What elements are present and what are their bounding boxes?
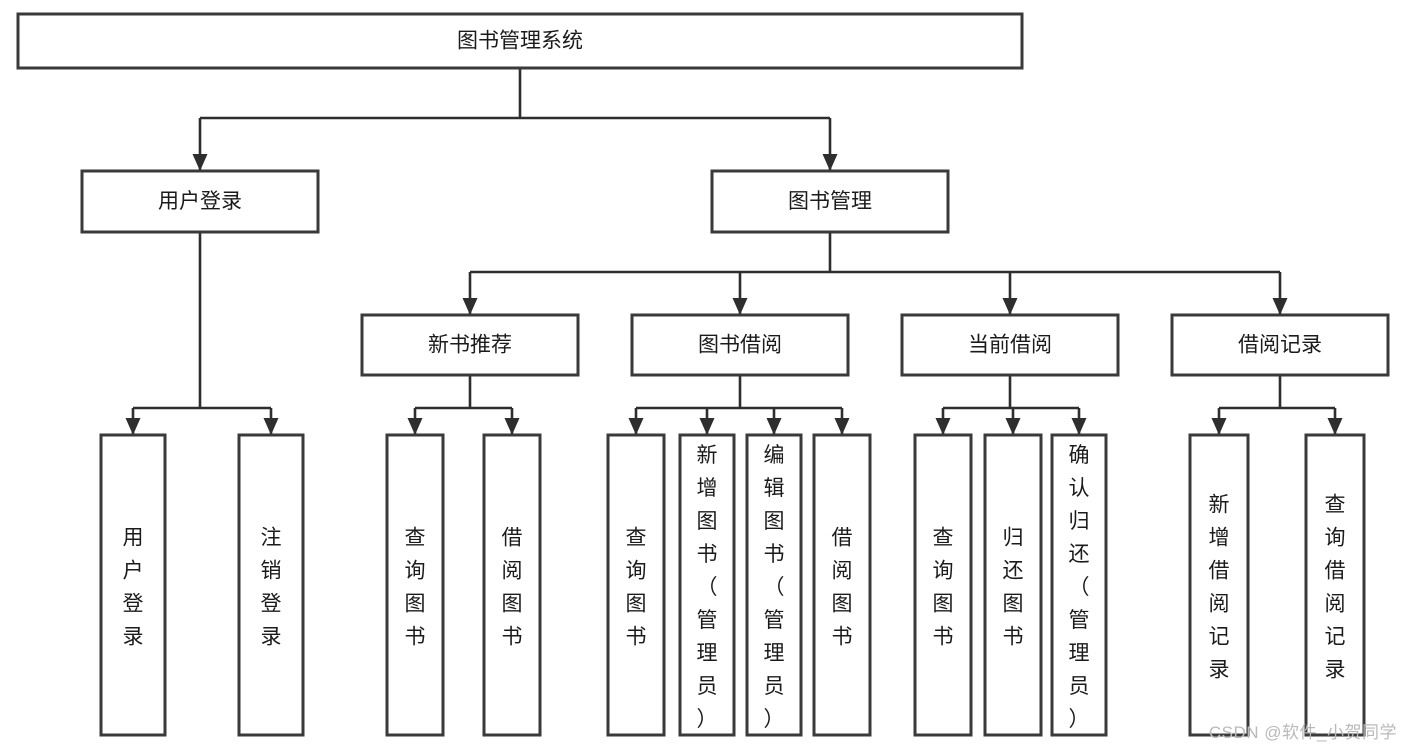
node-box [1050, 433, 1108, 737]
edge-arrowhead-l2-0-0 [407, 418, 423, 435]
edge-layer [125, 68, 1343, 435]
node-leaf-新增图书管理员[interactable]: 新增图书（管理员） [678, 433, 736, 737]
edge-arrowhead-l2-2-0 [935, 418, 951, 435]
node-label: 借阅图书 [502, 527, 523, 649]
node-leaf-归还图书[interactable]: 归还图书 [983, 433, 1043, 737]
node-box [1304, 433, 1366, 737]
edge-arrowhead-root-0 [192, 154, 208, 171]
node-box [80, 169, 320, 234]
node-box [99, 433, 167, 737]
node-label: 新增图书（管理员） [697, 444, 718, 731]
node-leaf-查询借阅记录[interactable]: 查询借阅记录 [1304, 433, 1366, 737]
node-label: 当前借阅 [968, 334, 1052, 357]
node-box [630, 313, 850, 377]
node-layer: 图书管理系统用户登录图书管理新书推荐图书借阅当前借阅借阅记录用户登录注销登录查询… [16, 12, 1390, 737]
node-label: 归还图书 [1003, 527, 1024, 649]
node-label: 用户登录 [123, 527, 144, 649]
node-label: 借阅记录 [1238, 334, 1322, 357]
edge-arrowhead-l2-3-0 [1211, 418, 1227, 435]
edge-arrowhead-l2-2-1 [1005, 418, 1021, 435]
node-box [385, 433, 445, 737]
edge-arrowhead-l2-1-2 [766, 418, 782, 435]
node-leaf-用户登录[interactable]: 用户登录 [99, 433, 167, 737]
node-box [482, 433, 542, 737]
edge-arrowhead-root-1 [822, 154, 838, 171]
node-label: 查询图书 [405, 527, 426, 649]
node-leaf-确认归还管理员[interactable]: 确认归还（管理员） [1050, 433, 1108, 737]
node-label: 注销登录 [261, 527, 282, 649]
edge-arrowhead-book-manage-3 [1272, 298, 1288, 315]
node-box [983, 433, 1043, 737]
node-label: 图书借阅 [698, 334, 782, 357]
node-leaf-注销登录[interactable]: 注销登录 [237, 433, 305, 737]
edge-arrowhead-user-login-1 [263, 418, 279, 435]
node-leaf-查询图书[interactable]: 查询图书 [385, 433, 445, 737]
node-box [812, 433, 872, 737]
node-leaf-查询图书[interactable]: 查询图书 [913, 433, 973, 737]
node-label: 新书推荐 [428, 334, 512, 357]
node-level2-新书推荐[interactable]: 新书推荐 [360, 313, 580, 377]
edge-arrowhead-book-manage-0 [462, 298, 478, 315]
edge-arrowhead-l2-0-1 [504, 418, 520, 435]
node-label: 图书管理系统 [457, 30, 583, 53]
edge-arrowhead-l2-2-2 [1071, 418, 1087, 435]
node-level2-借阅记录[interactable]: 借阅记录 [1170, 313, 1390, 377]
node-label: 查询图书 [626, 527, 647, 649]
node-label: 确认归还（管理员） [1069, 444, 1090, 731]
edge-arrowhead-book-manage-2 [1002, 298, 1018, 315]
node-box [237, 433, 305, 737]
node-leaf-新增借阅记录[interactable]: 新增借阅记录 [1188, 433, 1250, 737]
node-box [745, 433, 803, 737]
node-box [1170, 313, 1390, 377]
node-leaf-借阅图书[interactable]: 借阅图书 [812, 433, 872, 737]
node-label: 查询借阅记录 [1325, 494, 1346, 682]
node-box [16, 12, 1024, 70]
node-label: 编辑图书（管理员） [764, 444, 785, 731]
node-box [678, 433, 736, 737]
node-label: 新增借阅记录 [1209, 494, 1230, 682]
node-label: 图书管理 [788, 190, 872, 213]
node-leaf-编辑图书管理员[interactable]: 编辑图书（管理员） [745, 433, 803, 737]
edge-arrowhead-book-manage-1 [732, 298, 748, 315]
node-leaf-查询图书[interactable]: 查询图书 [606, 433, 666, 737]
edge-arrowhead-l2-3-1 [1327, 418, 1343, 435]
edge-arrowhead-l2-1-0 [628, 418, 644, 435]
node-label: 用户登录 [158, 190, 242, 213]
edge-arrowhead-l2-1-1 [699, 418, 715, 435]
node-leaf-借阅图书[interactable]: 借阅图书 [482, 433, 542, 737]
node-box [900, 313, 1120, 377]
node-level1-用户登录[interactable]: 用户登录 [80, 169, 320, 234]
node-level2-图书借阅[interactable]: 图书借阅 [630, 313, 850, 377]
edge-arrowhead-user-login-0 [125, 418, 141, 435]
node-root-图书管理系统[interactable]: 图书管理系统 [16, 12, 1024, 70]
node-label: 借阅图书 [832, 527, 853, 649]
node-level2-当前借阅[interactable]: 当前借阅 [900, 313, 1120, 377]
node-box [360, 313, 580, 377]
edge-arrowhead-l2-1-3 [834, 418, 850, 435]
node-box [913, 433, 973, 737]
node-box [710, 169, 950, 234]
node-level1-图书管理[interactable]: 图书管理 [710, 169, 950, 234]
node-label: 查询图书 [933, 527, 954, 649]
node-box [1188, 433, 1250, 737]
node-box [606, 433, 666, 737]
